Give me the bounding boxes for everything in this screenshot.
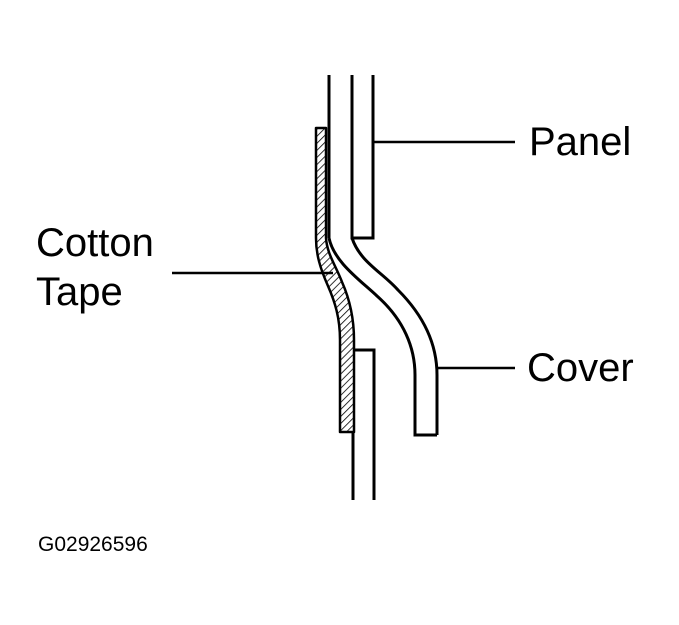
cotton-label-line2: Tape: [36, 270, 123, 314]
cover: [327, 237, 439, 437]
panel-label: Panel: [529, 120, 631, 164]
panel-upper: [327, 75, 375, 240]
panel-lower: [351, 348, 376, 500]
figure-code: G02926596: [38, 533, 148, 556]
cover-label: Cover: [527, 346, 634, 390]
cotton-label-line1: Cotton: [36, 221, 154, 265]
cotton-tape: [314, 126, 356, 434]
